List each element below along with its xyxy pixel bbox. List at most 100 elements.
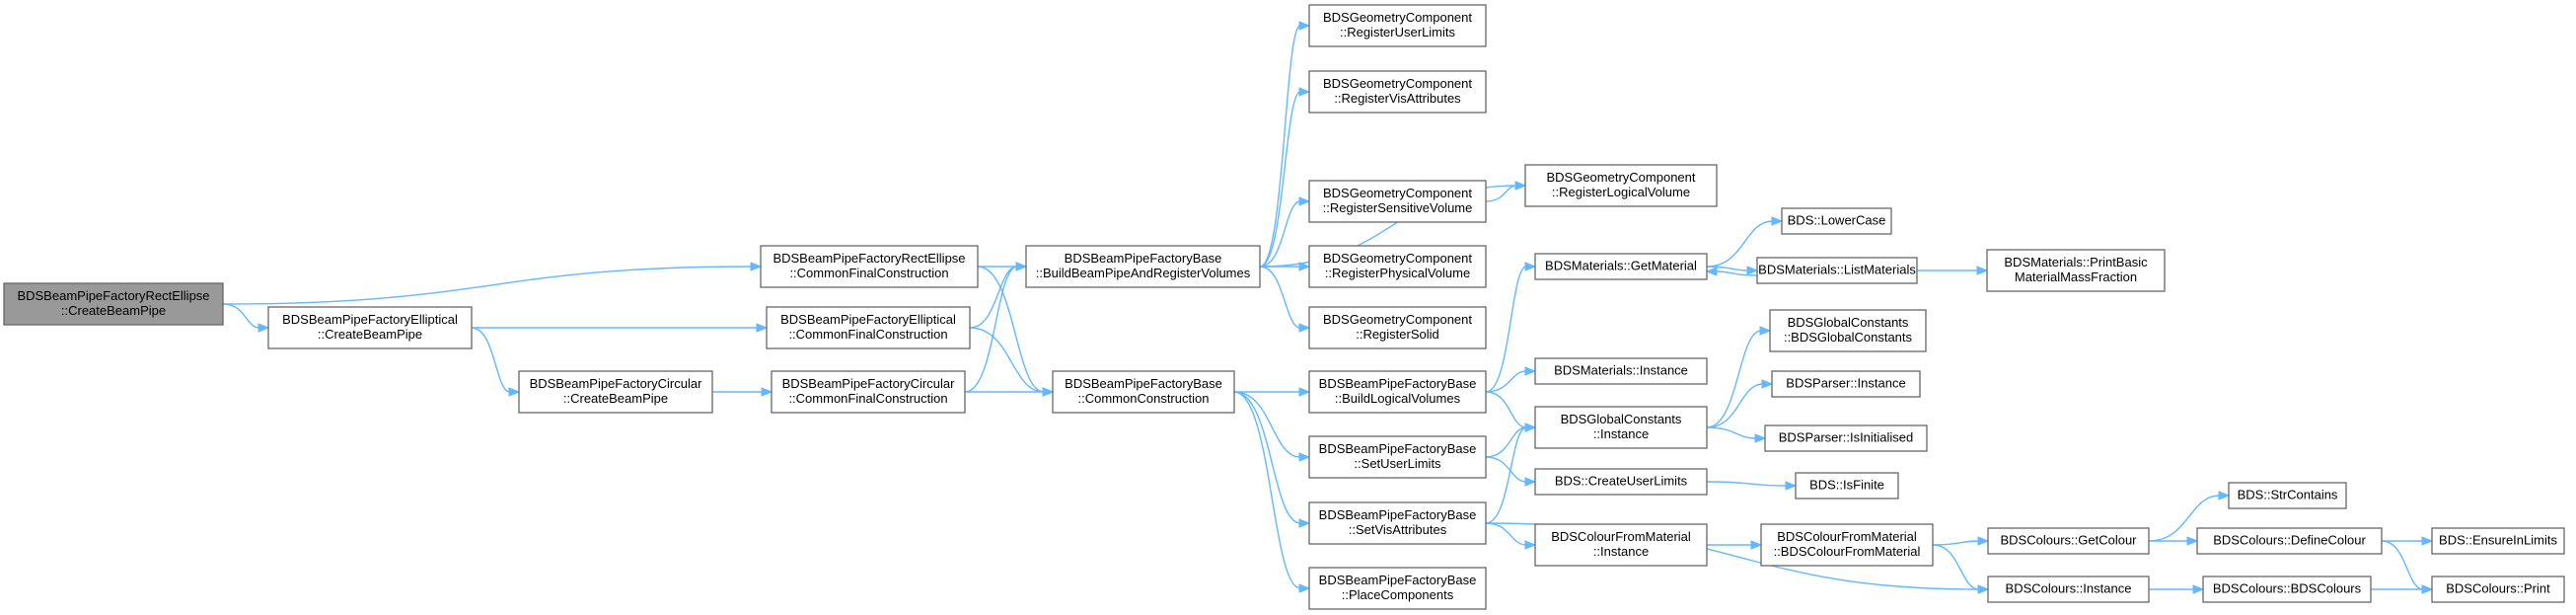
- graph-node-n20[interactable]: BDSMaterials::Instance: [1534, 357, 1708, 385]
- node-label: BDSGeometryComponent: [1323, 10, 1472, 25]
- edge-line: [977, 266, 1045, 393]
- node-box: [1756, 257, 1918, 284]
- graph-node-n6[interactable]: BDSBeamPipeFactoryCircular::CommonFinalC…: [771, 370, 966, 414]
- edge-line: [1485, 426, 1527, 458]
- edge-line: [222, 266, 753, 305]
- edge-n36-to-n38: [2370, 584, 2434, 594]
- graph-node-n28[interactable]: BDSParser::Instance: [1771, 370, 1921, 398]
- edge-n35-to-n38: [2381, 540, 2434, 594]
- node-label: BDSBeamPipeFactoryCircular: [530, 376, 703, 391]
- node-label: BDS::LowerCase: [1788, 213, 1886, 228]
- edge-arrowhead: [1514, 181, 1527, 191]
- edge-n22-to-n30: [1706, 481, 1798, 491]
- node-box: [1769, 309, 1927, 352]
- graph-node-n7[interactable]: BDSBeamPipeFactoryBase::BuildBeamPipeAnd…: [1025, 245, 1261, 288]
- node-label: BDSColourFromMaterial: [1777, 529, 1917, 544]
- graph-node-n16[interactable]: BDSBeamPipeFactoryBase::SetVisAttributes: [1308, 501, 1487, 545]
- node-label: ::CreateBeamPipe: [61, 303, 166, 318]
- node-label: BDSBeamPipeFactoryBase: [1319, 441, 1477, 456]
- node-box: [1771, 370, 1921, 398]
- graph-node-n4[interactable]: BDSBeamPipeFactoryRectEllipse::CommonFin…: [760, 245, 979, 288]
- graph-node-n10[interactable]: BDSGeometryComponent::RegisterVisAttribu…: [1308, 70, 1487, 114]
- edge-n31-to-n32: [1932, 536, 1990, 546]
- node-box: [1764, 424, 1928, 452]
- call-graph-nodes: BDSBeamPipeFactoryRectEllipse::CreateBea…: [3, 4, 2565, 610]
- graph-node-n9[interactable]: BDSGeometryComponent::RegisterUserLimits: [1308, 4, 1487, 47]
- graph-node-n37[interactable]: BDS::EnsureInLimits: [2431, 527, 2565, 555]
- edge-arrowhead: [1298, 262, 1311, 271]
- graph-node-n19[interactable]: BDSMaterials::GetMaterial: [1534, 253, 1708, 280]
- graph-node-n30[interactable]: BDS::IsFinite: [1795, 472, 1899, 500]
- graph-node-n35[interactable]: BDSColours::DefineColour: [2196, 527, 2383, 555]
- edge-n21-to-n27: [1706, 326, 1772, 428]
- edge-n7-to-n13: [1259, 266, 1311, 333]
- edge-arrowhead: [756, 323, 769, 333]
- graph-node-n3[interactable]: BDSBeamPipeFactoryCircular::CreateBeamPi…: [518, 370, 713, 414]
- graph-node-n22[interactable]: BDS::CreateUserLimits: [1534, 468, 1708, 496]
- edge-arrowhead: [1298, 387, 1311, 397]
- graph-node-n13[interactable]: BDSGeometryComponent::RegisterSolid: [1308, 306, 1487, 349]
- edge-line: [1485, 266, 1527, 393]
- graph-node-n29[interactable]: BDSParser::IsInitialised: [1764, 424, 1928, 452]
- graph-node-n34[interactable]: BDS::StrContains: [2228, 482, 2347, 509]
- graph-node-n14[interactable]: BDSBeamPipeFactoryBase::BuildLogicalVolu…: [1308, 370, 1487, 414]
- graph-node-n8[interactable]: BDSBeamPipeFactoryBase::CommonConstructi…: [1052, 370, 1235, 414]
- graph-node-n1[interactable]: BDSBeamPipeFactoryRectEllipse::CreateBea…: [3, 282, 224, 326]
- graph-node-n32[interactable]: BDSColours::GetColour: [1987, 527, 2150, 555]
- node-box: [1308, 435, 1487, 479]
- node-label: BDSBeamPipeFactoryBase: [1319, 507, 1477, 522]
- graph-node-n24[interactable]: BDS::LowerCase: [1781, 207, 1892, 235]
- node-label: BDSColours::GetColour: [2001, 533, 2138, 548]
- graph-node-n23[interactable]: BDSColourFromMaterial::Instance: [1534, 523, 1708, 567]
- edge-line: [1485, 426, 1527, 524]
- graph-node-n36[interactable]: BDSColours::BDSColours: [2202, 576, 2372, 603]
- graph-node-n2[interactable]: BDSBeamPipeFactoryElliptical::CreateBeam…: [267, 306, 473, 349]
- graph-node-n21[interactable]: BDSGlobalConstants::Instance: [1534, 406, 1708, 449]
- edge-n1-to-n2: [222, 303, 270, 333]
- node-label: BDSBeamPipeFactoryBase: [1065, 376, 1222, 391]
- node-label: BDSGlobalConstants: [1788, 315, 1909, 330]
- graph-node-n25[interactable]: BDSMaterials::ListMaterials: [1756, 257, 1918, 284]
- graph-node-n12[interactable]: BDSGeometryComponent::RegisterPhysicalVo…: [1308, 245, 1487, 288]
- graph-node-n15[interactable]: BDSBeamPipeFactoryBase::SetUserLimits: [1308, 435, 1487, 479]
- node-label: BDSMaterials::PrintBasic: [2004, 255, 2148, 269]
- edge-arrowhead: [1750, 540, 1763, 550]
- node-label: ::RegisterLogicalVolume: [1552, 185, 1690, 199]
- graph-node-n26[interactable]: BDSMaterials::PrintBasicMaterialMassFrac…: [1986, 249, 2166, 292]
- graph-node-n5[interactable]: BDSBeamPipeFactoryElliptical::CommonFina…: [766, 306, 971, 349]
- node-label: BDSGeometryComponent: [1323, 251, 1472, 266]
- edge-n14-to-n20: [1485, 366, 1537, 393]
- edge-arrowhead: [1298, 323, 1311, 333]
- edge-n23-to-n31: [1707, 540, 1763, 550]
- node-box: [267, 306, 473, 349]
- node-box: [1308, 180, 1487, 223]
- node-box: [1025, 245, 1261, 288]
- edge-arrowhead: [1976, 266, 1989, 275]
- edge-line: [1233, 391, 1301, 589]
- edge-n21-to-n28: [1706, 379, 1774, 428]
- graph-node-n33[interactable]: BDSColours::Instance: [1987, 576, 2150, 603]
- node-label: BDSGeometryComponent: [1323, 76, 1472, 91]
- edge-arrowhead: [1015, 262, 1028, 271]
- edge-n32-to-n34: [2148, 491, 2231, 542]
- node-label: BDSMaterials::ListMaterials: [1758, 263, 1916, 277]
- edge-arrowhead: [1785, 481, 1798, 491]
- graph-node-n17[interactable]: BDSBeamPipeFactoryBase::PlaceComponents: [1308, 567, 1487, 610]
- edge-line: [1932, 540, 1980, 546]
- edge-n25-to-n26: [1916, 266, 1989, 275]
- graph-node-n11[interactable]: BDSGeometryComponent::RegisterSensitiveV…: [1308, 180, 1487, 223]
- node-label: BDSGeometryComponent: [1546, 170, 1695, 185]
- node-label: BDSColours::BDSColours: [2213, 581, 2362, 596]
- node-box: [1052, 370, 1235, 414]
- graph-node-n31[interactable]: BDSColourFromMaterial::BDSColourFromMate…: [1760, 523, 1934, 567]
- node-label: BDSBeamPipeFactoryElliptical: [282, 312, 458, 327]
- node-label: ::RegisterSolid: [1356, 327, 1439, 342]
- graph-node-n18[interactable]: BDSGeometryComponent::RegisterLogicalVol…: [1524, 164, 1718, 207]
- node-box: [2431, 527, 2565, 555]
- graph-node-n38[interactable]: BDSColours::Print: [2431, 576, 2565, 603]
- edge-arrowhead: [1298, 21, 1311, 31]
- node-label: ::RegisterPhysicalVolume: [1325, 266, 1470, 280]
- edge-line: [1485, 522, 1527, 546]
- node-label: BDSBeamPipeFactoryRectEllipse: [17, 288, 209, 303]
- graph-node-n27[interactable]: BDSGlobalConstants::BDSGlobalConstants: [1769, 309, 1927, 352]
